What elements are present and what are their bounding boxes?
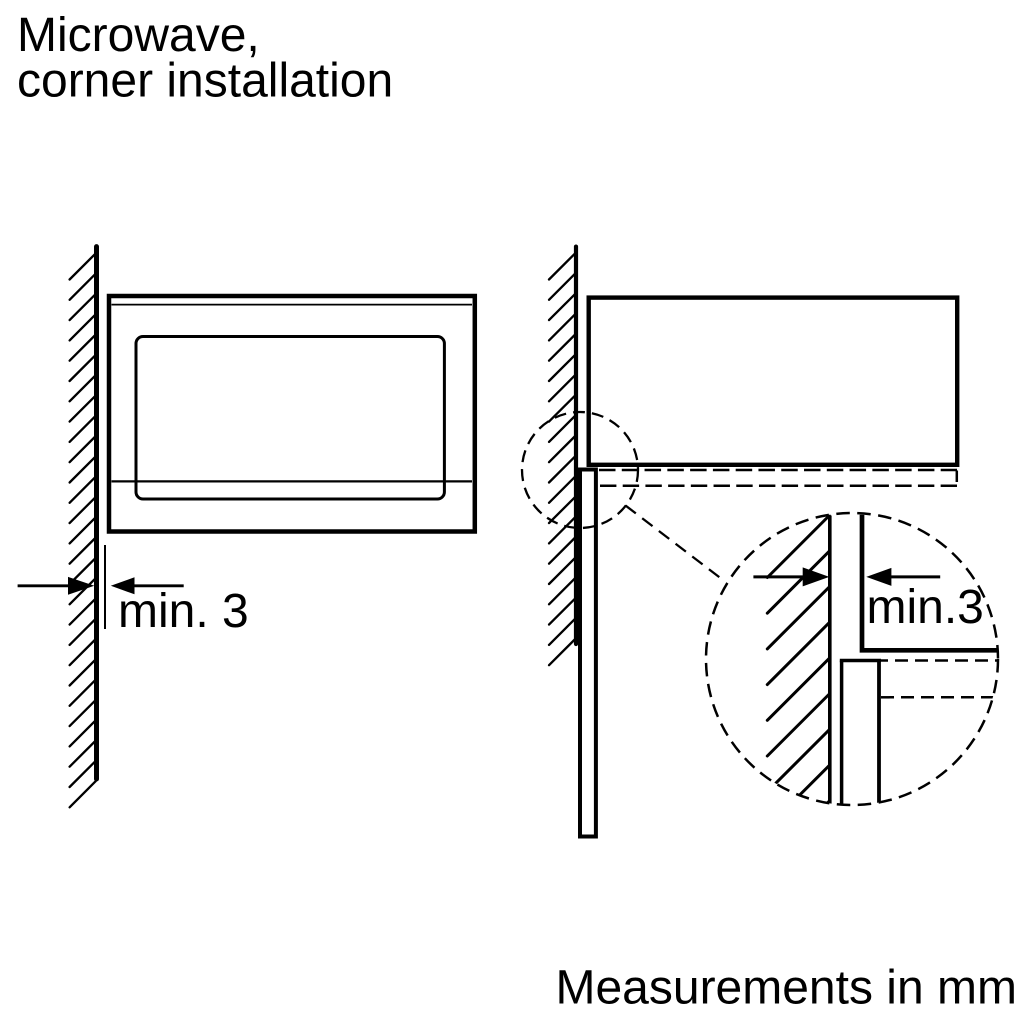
svg-text:corner installation: corner installation xyxy=(17,54,393,107)
svg-text:Measurements in mm: Measurements in mm xyxy=(556,961,1017,1014)
svg-text:Microwave,: Microwave, xyxy=(17,9,260,62)
svg-text:min. 3: min. 3 xyxy=(118,585,249,638)
svg-text:min.3: min.3 xyxy=(867,581,984,634)
